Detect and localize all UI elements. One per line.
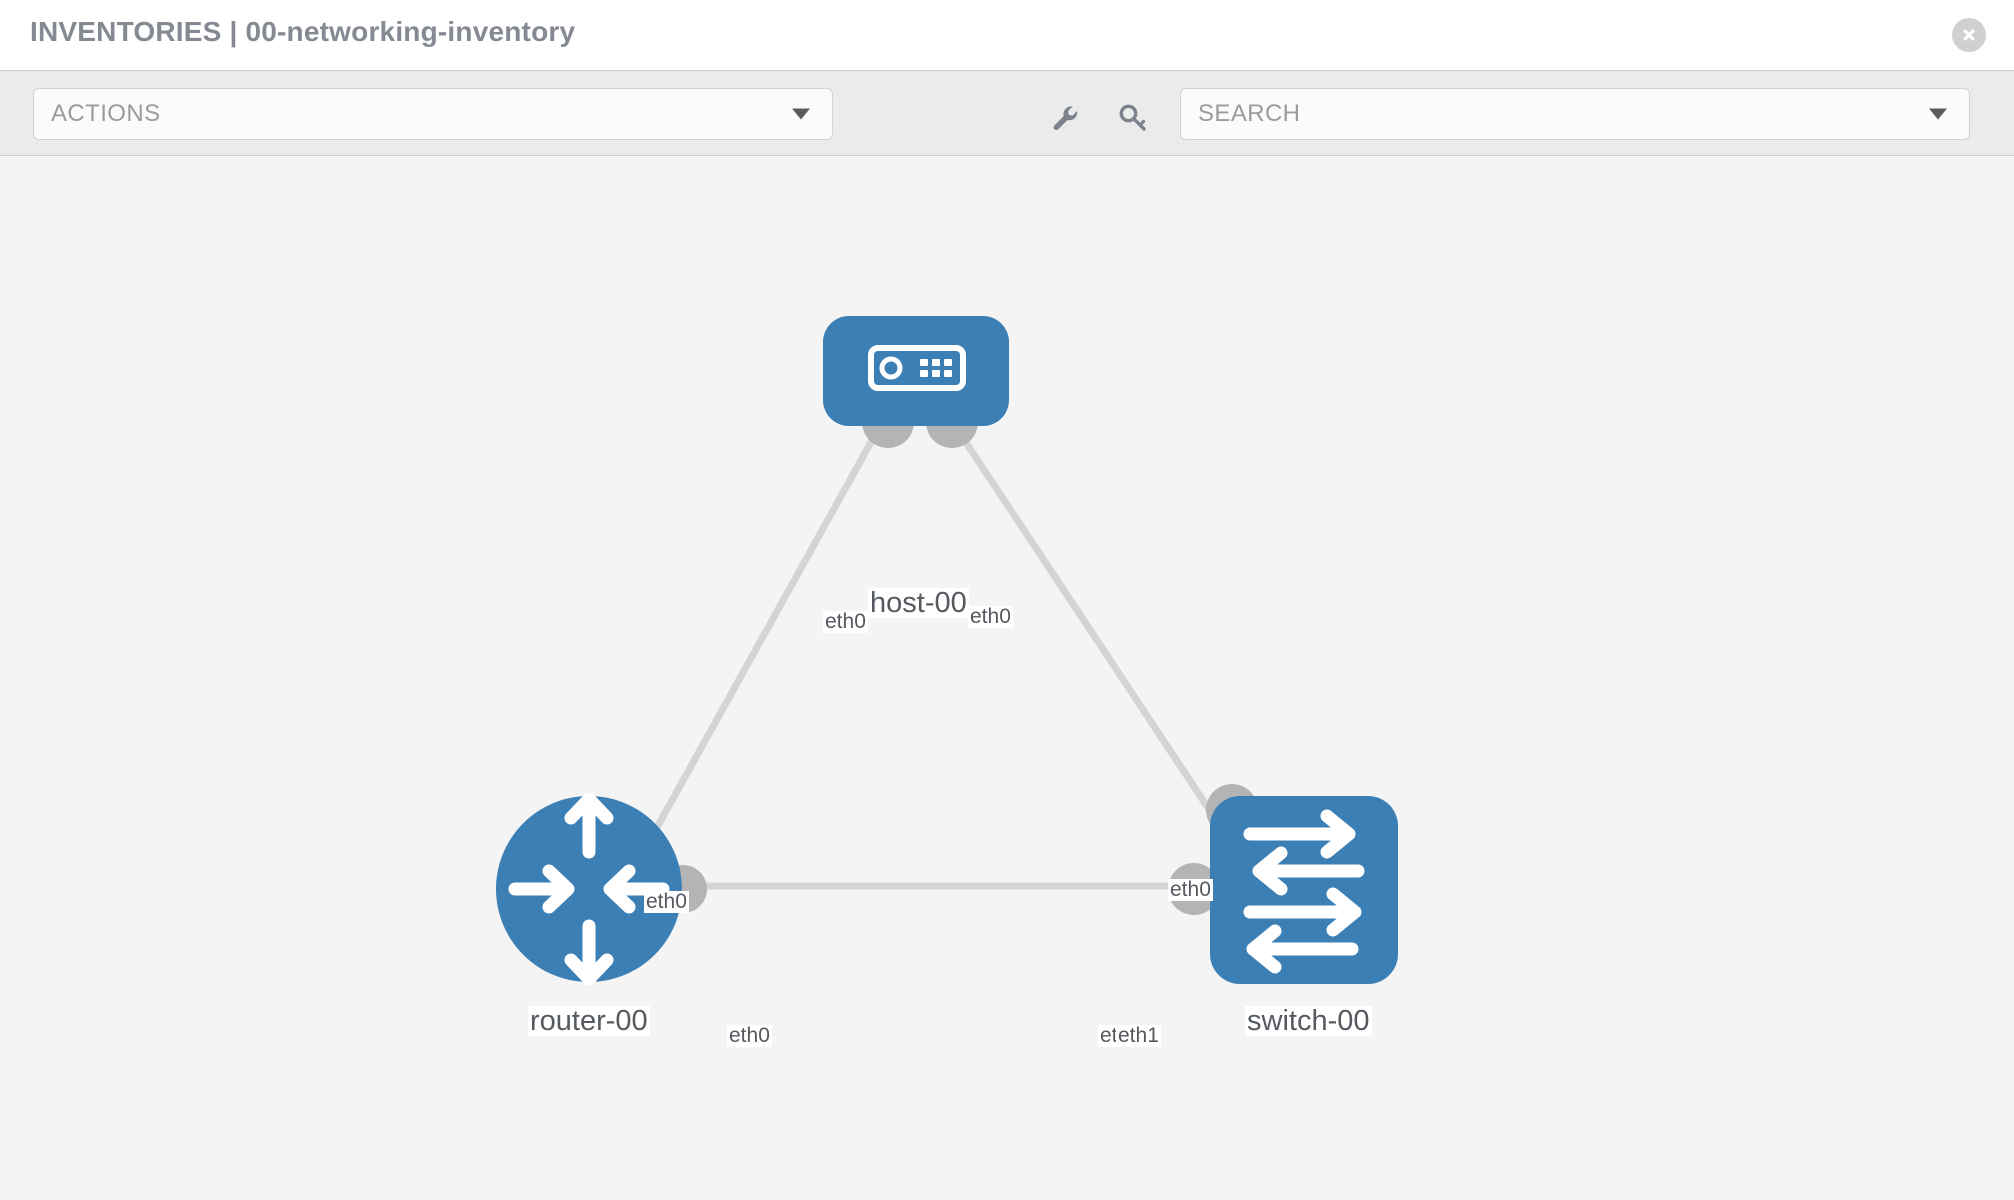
topology-links [626, 424, 1243, 890]
search-placeholder: SEARCH [1198, 100, 1301, 127]
close-icon[interactable] [1952, 18, 1986, 52]
key-icon[interactable] [1116, 101, 1150, 135]
chevron-down-icon [1929, 108, 1947, 120]
node-host-00[interactable] [823, 316, 1009, 426]
actions-dropdown-label: ACTIONS [51, 100, 161, 127]
node-label-router: router-00 [528, 1005, 650, 1037]
node-label-switch: switch-00 [1245, 1005, 1372, 1037]
page-title: INVENTORIES | 00-networking-inventory [30, 16, 576, 47]
node-switch-00[interactable] [1210, 796, 1398, 984]
iface-label: eth0 [727, 1024, 772, 1048]
iface-label: eth1 [1116, 1024, 1161, 1048]
link-host-switch [952, 424, 1243, 858]
node-label-host: host-00 [868, 587, 969, 619]
actions-dropdown[interactable]: ACTIONS [33, 88, 833, 140]
toolbar: ACTIONS SEARCH [0, 70, 2014, 156]
chevron-down-icon [792, 108, 810, 120]
iface-label: eth0 [968, 605, 1013, 629]
iface-label: eth0 [1168, 878, 1213, 902]
iface-label: eth0 [644, 890, 689, 914]
search-input[interactable]: SEARCH [1180, 88, 1970, 140]
node-router-00[interactable] [496, 792, 682, 986]
link-router-host [626, 424, 884, 878]
wrench-icon[interactable] [1048, 101, 1082, 135]
iface-label: eth0 [823, 610, 868, 634]
topology-graph [496, 316, 1398, 986]
page-header: INVENTORIES | 00-networking-inventory [0, 0, 2014, 70]
topology-canvas[interactable]: host-00 router-00 switch-00 eth0 eth0 et… [0, 156, 2014, 1200]
